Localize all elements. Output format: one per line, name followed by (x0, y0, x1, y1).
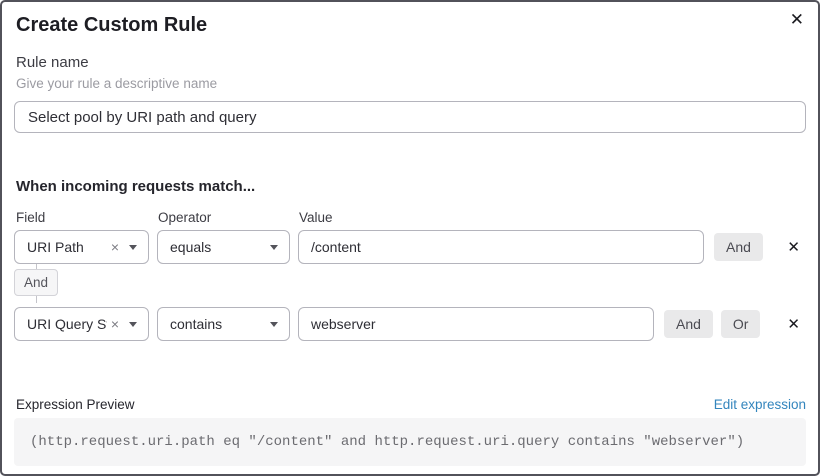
expression-code: (http.request.uri.path eq "/content" and… (30, 434, 745, 450)
and-button-row-2[interactable]: And (664, 310, 713, 338)
rule-name-label: Rule name (16, 54, 89, 71)
value-input-row-2[interactable] (298, 307, 654, 341)
remove-row-icon: ✕ (787, 315, 800, 333)
field-select-value: URI Path (27, 239, 84, 255)
condition-row: URI Path × equals And ✕ (14, 230, 806, 264)
chevron-down-icon (270, 321, 278, 327)
and-button-row-1[interactable]: And (714, 233, 763, 261)
operator-select-value: equals (170, 239, 212, 255)
chevron-down-icon (129, 244, 137, 250)
chevron-down-icon (270, 244, 278, 250)
value-input-row-1[interactable] (298, 230, 704, 264)
remove-row-button[interactable]: ✕ (787, 240, 800, 255)
field-select-value: URI Query St... (27, 316, 107, 332)
field-column-label: Field (16, 210, 46, 225)
chevron-down-icon (129, 321, 137, 327)
expression-preview-header: Expression Preview Edit expression (14, 395, 806, 415)
close-button[interactable]: ✕ (788, 9, 806, 30)
clear-selection-icon[interactable]: × (110, 316, 119, 332)
connector-and-badge: And (14, 269, 59, 296)
operator-select-row-2[interactable]: contains (157, 307, 290, 341)
rule-name-hint: Give your rule a descriptive name (16, 76, 218, 91)
condition-row: URI Query St... × contains And Or ✕ (14, 307, 806, 341)
match-heading: When incoming requests match... (16, 178, 256, 195)
row-connector: And (14, 264, 806, 303)
remove-row-icon: ✕ (787, 238, 800, 256)
dialog-body: Rule name Give your rule a descriptive n… (2, 53, 818, 466)
rule-name-input[interactable] (14, 101, 806, 133)
expression-preview-label: Expression Preview (16, 397, 135, 412)
operator-select-value: contains (170, 316, 223, 332)
value-column-label: Value (299, 210, 333, 225)
field-select-row-1[interactable]: URI Path × (14, 230, 149, 264)
field-select-row-2[interactable]: URI Query St... × (14, 307, 149, 341)
close-icon: ✕ (789, 10, 804, 29)
dialog-title: Create Custom Rule (16, 14, 208, 36)
condition-column-labels: Field Operator Value (14, 209, 806, 226)
remove-row-button[interactable]: ✕ (787, 317, 800, 332)
expression-code-block: (http.request.uri.path eq "/content" and… (14, 418, 806, 466)
operator-select-row-1[interactable]: equals (157, 230, 290, 264)
edit-expression-link[interactable]: Edit expression (713, 397, 806, 412)
operator-column-label: Operator (158, 210, 212, 225)
or-button-row-2[interactable]: Or (720, 310, 761, 338)
clear-selection-icon[interactable]: × (110, 239, 119, 255)
